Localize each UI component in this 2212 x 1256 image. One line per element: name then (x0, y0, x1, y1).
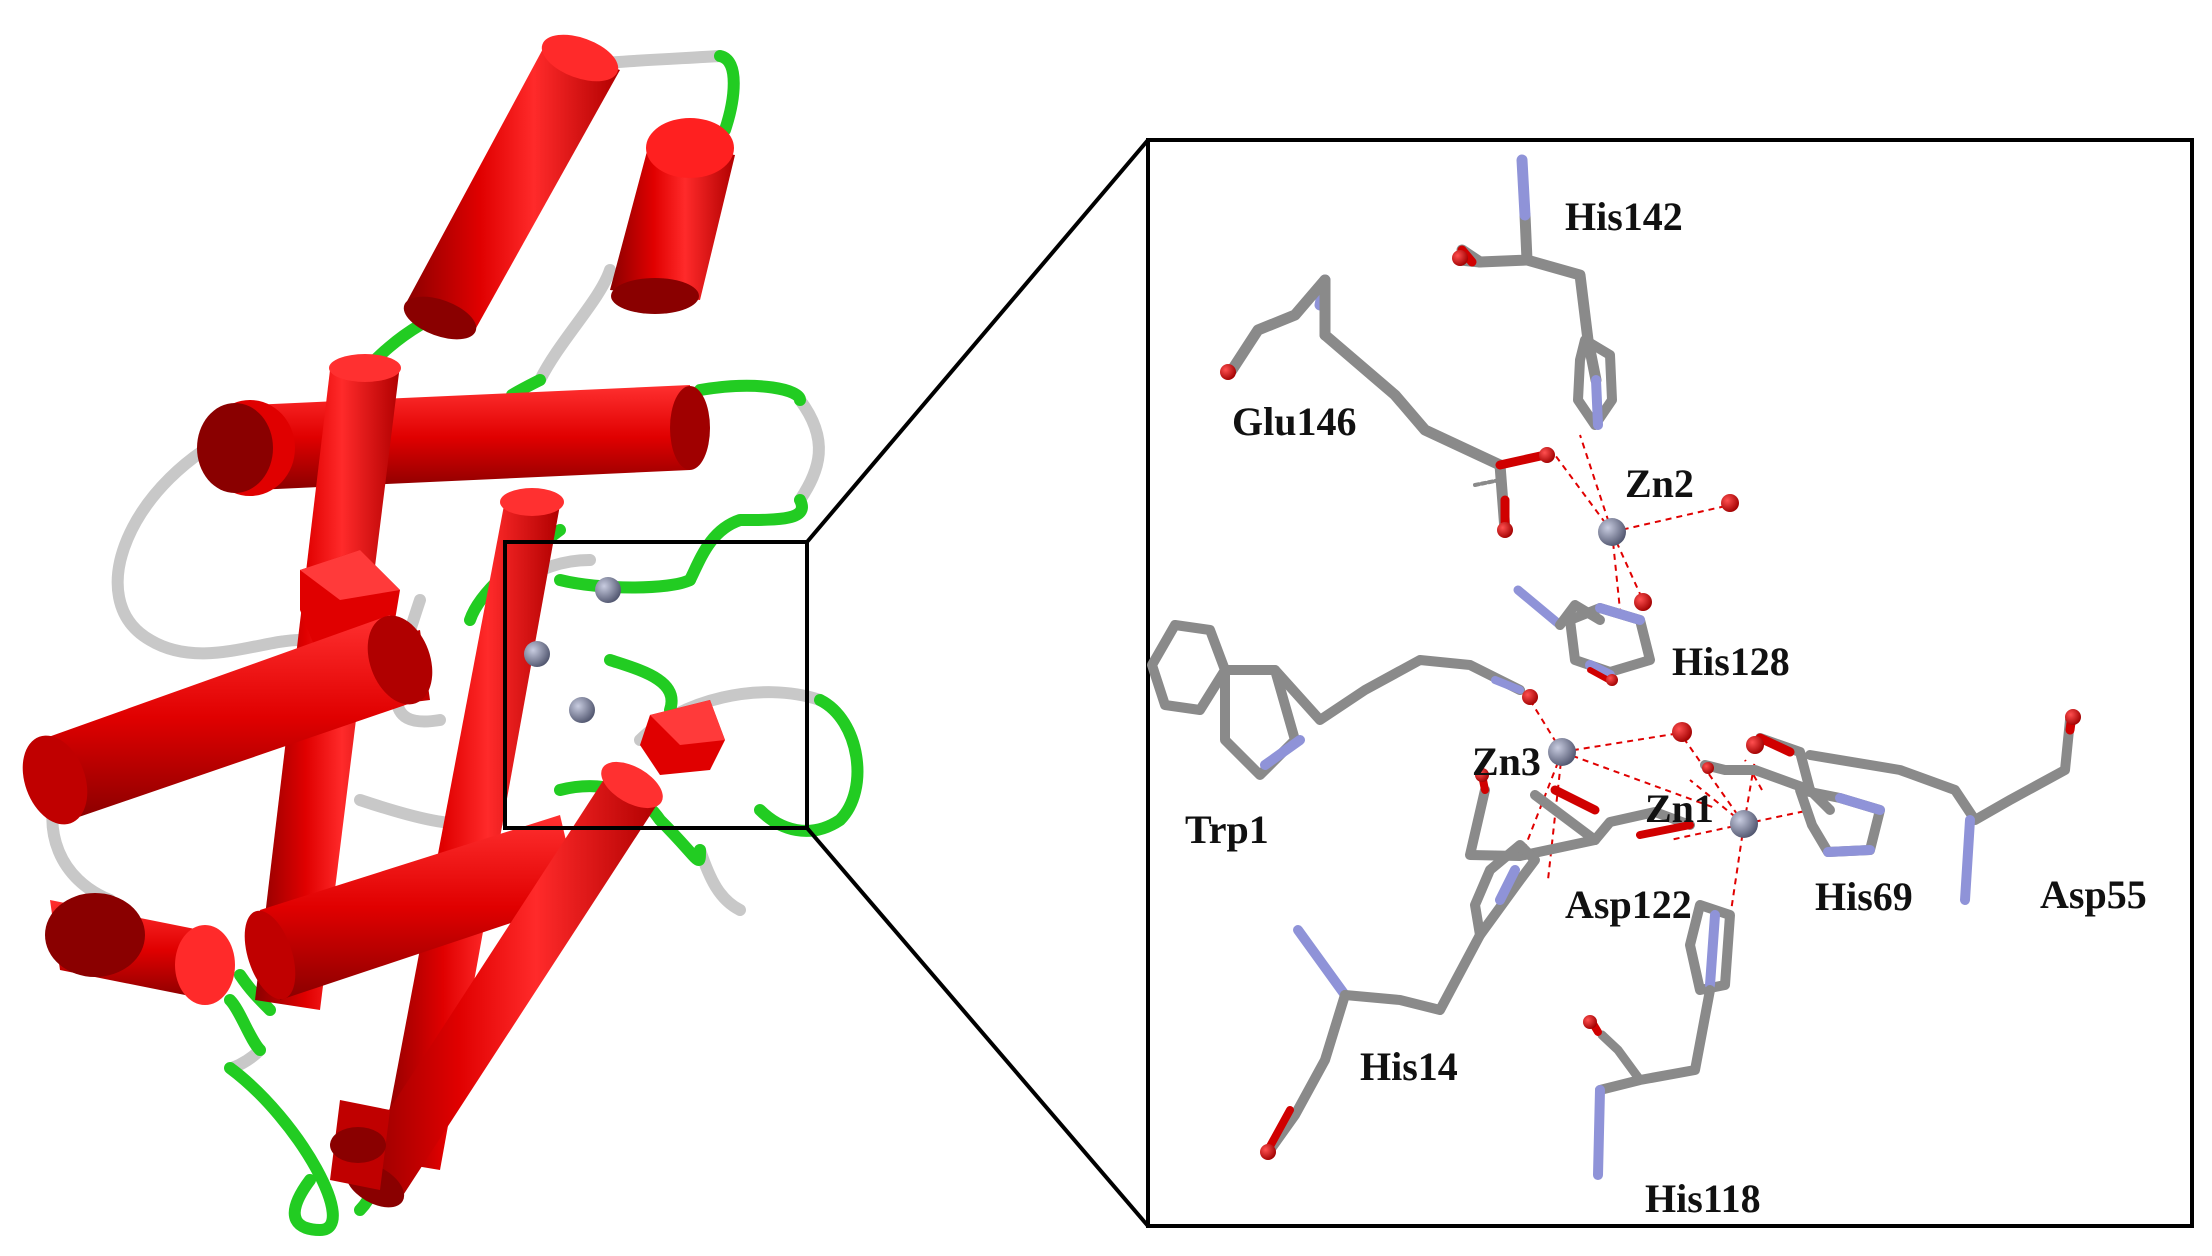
label-zn2: Zn2 (1625, 461, 1694, 506)
label-his142: His142 (1565, 194, 1683, 239)
protein-cartoon (22, 34, 864, 1236)
label-zn3: Zn3 (1472, 739, 1541, 784)
his142-sticks (1454, 154, 1617, 430)
zn1-ion (1730, 810, 1758, 838)
his69-sticks (1700, 733, 1885, 857)
label-his69: His69 (1815, 874, 1913, 919)
label-zn1: Zn1 (1645, 786, 1714, 831)
asp122-sticks (1465, 771, 1695, 861)
his14-sticks (1264, 840, 1540, 1155)
helix-cylinders (22, 34, 735, 1208)
residue-labels: His142 Glu146 Zn2 His128 Zn3 Zn1 Trp1 As… (1185, 194, 2147, 1221)
active-site-zoom-panel: His142 Glu146 Zn2 His128 Zn3 Zn1 Trp1 As… (1146, 138, 2194, 1228)
label-glu146: Glu146 (1232, 399, 1356, 444)
residue-sticks (1147, 154, 2077, 1180)
zn3-ion (1548, 738, 1576, 766)
label-his118: His118 (1645, 1176, 1761, 1221)
zinc-ions (1548, 518, 1758, 838)
oxygen-atoms (1220, 250, 2081, 1160)
zn2-ion (1598, 518, 1626, 546)
active-site-selection-box (503, 540, 809, 830)
label-asp55: Asp55 (2040, 872, 2147, 917)
label-his128: His128 (1672, 639, 1790, 684)
trp1-sticks (1147, 620, 1525, 780)
label-asp122: Asp122 (1565, 882, 1692, 927)
zoom-connector (805, 138, 1150, 1228)
his118-sticks (1588, 900, 1735, 1180)
label-trp1: Trp1 (1185, 807, 1269, 852)
cartoon-zinc-atoms (524, 577, 621, 723)
label-his14: His14 (1360, 1044, 1458, 1089)
